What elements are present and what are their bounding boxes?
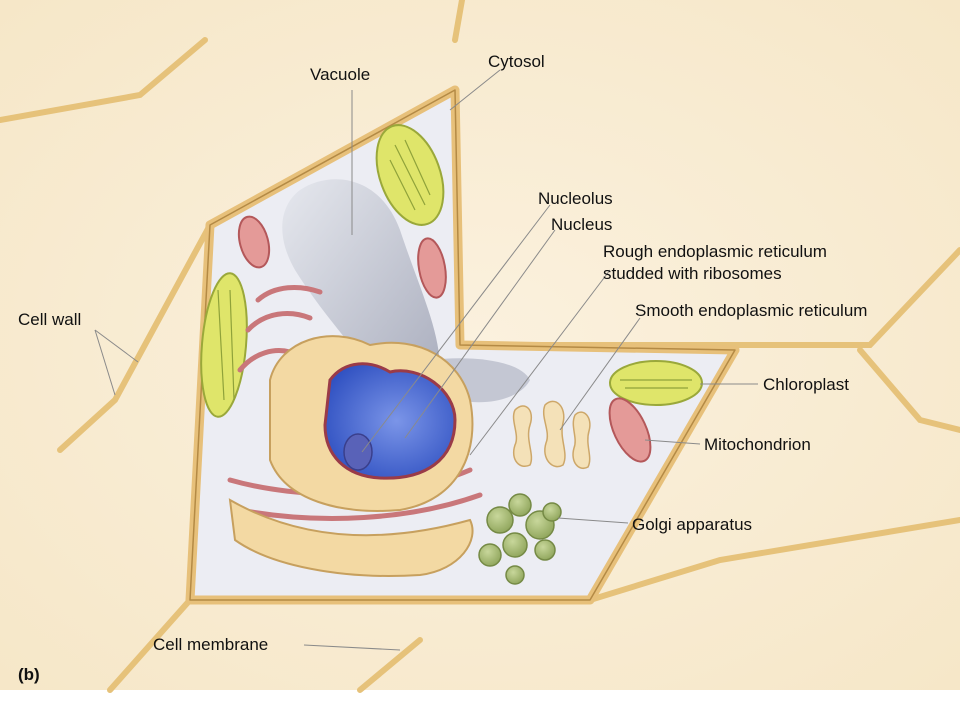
chloroplasts (200, 124, 703, 418)
nucleolus (343, 433, 373, 471)
label-nucleus: Nucleus (551, 215, 612, 234)
label-vacuole: Vacuole (310, 65, 370, 84)
label-cell-wall: Cell wall (18, 310, 81, 329)
label-nucleolus: Nucleolus (538, 189, 613, 208)
panel-label: (b) (18, 665, 40, 684)
nucleus (269, 335, 474, 512)
er-sheet (228, 498, 474, 577)
label-golgi-apparatus: Golgi apparatus (632, 515, 752, 534)
mitochondria (237, 215, 652, 463)
label-cell-membrane: Cell membrane (153, 635, 268, 654)
vacuole (282, 179, 440, 393)
smooth-er (512, 400, 591, 469)
label-chloroplast: Chloroplast (763, 375, 849, 394)
leader-lines (94, 69, 758, 651)
golgi-apparatus (478, 493, 562, 585)
cell-membrane (189, 89, 736, 601)
label-rough-er-line1: Rough endoplasmic reticulum (603, 242, 827, 261)
label-cytosol: Cytosol (488, 52, 545, 71)
label-mitochondrion: Mitochondrion (704, 435, 811, 454)
label-smooth-er: Smooth endoplasmic reticulum (635, 301, 867, 320)
label-rough-er-line2: studded with ribosomes (603, 264, 782, 283)
